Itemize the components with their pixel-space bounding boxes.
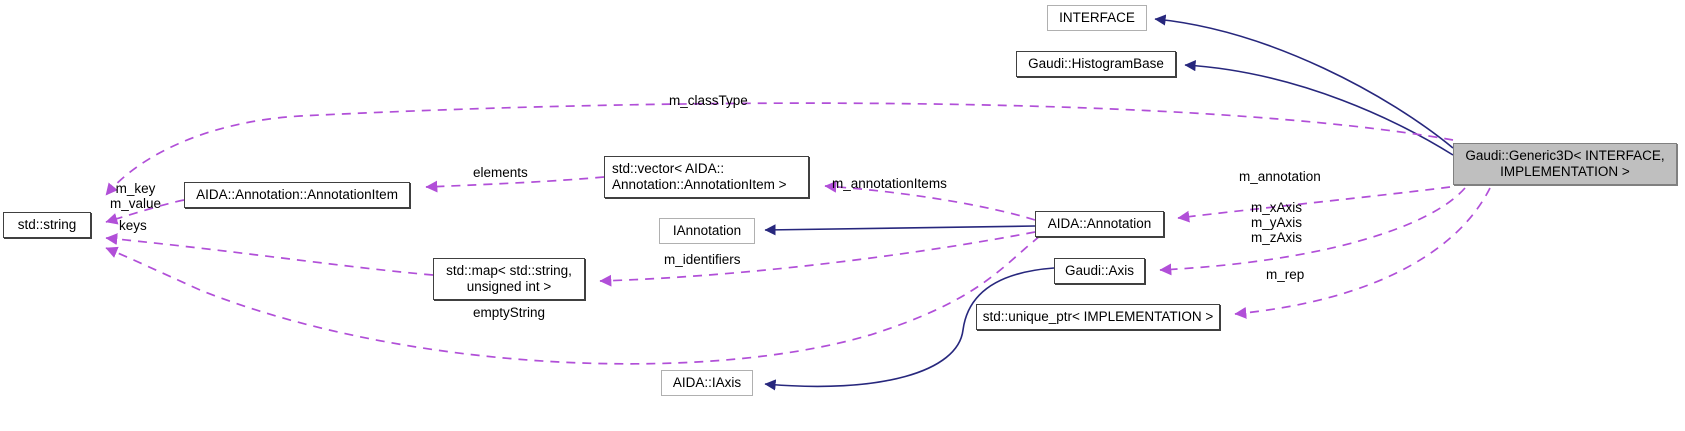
edge-generic3d-to-interface [1154, 14, 1454, 149]
edge-label-keys: keys [119, 218, 147, 233]
edge-label-m-annotation-items: m_annotationItems [832, 176, 947, 191]
node-iannotation-label: IAnnotation [672, 223, 742, 238]
node-gaudi-generic3d[interactable]: Gaudi::Generic3D< INTERFACE, IMPLEMENTAT… [1453, 143, 1677, 185]
edge-label-m-axes: m_xAxis m_yAxis m_zAxis [1251, 200, 1303, 245]
edge-generic3d-to-aida-annotation [1177, 186, 1451, 223]
node-std-map-string-uint[interactable]: std::map< std::string, unsigned int > [433, 258, 585, 300]
node-gaudi-generic3d-label: Gaudi::Generic3D< INTERFACE, IMPLEMENTAT… [1465, 148, 1665, 179]
node-gaudi-axis-label: Gaudi::Axis [1064, 263, 1135, 278]
edge-label-m-annotation: m_annotation [1239, 169, 1321, 184]
node-aida-annotation-annotationitem[interactable]: AIDA::Annotation::AnnotationItem [184, 182, 410, 208]
node-interface[interactable]: INTERFACE [1047, 5, 1147, 31]
node-std-map-string-uint-label: std::map< std::string, unsigned int > [446, 263, 572, 294]
node-std-unique-ptr-implementation-label: std::unique_ptr< IMPLEMENTATION > [982, 309, 1214, 324]
node-aida-annotation-label: AIDA::Annotation [1047, 216, 1152, 231]
edge-aida-annotation-to-iannotation [764, 224, 1036, 236]
edge-label-m-identifiers: m_identifiers [664, 252, 741, 267]
node-aida-iaxis[interactable]: AIDA::IAxis [661, 370, 753, 396]
edge-label-m-class-type: m_classType [669, 93, 748, 108]
node-gaudi-histogram-base[interactable]: Gaudi::HistogramBase [1016, 51, 1176, 77]
node-aida-iaxis-label: AIDA::IAxis [672, 375, 742, 390]
node-std-string-label: std::string [17, 217, 77, 232]
node-gaudi-axis[interactable]: Gaudi::Axis [1054, 258, 1145, 284]
edge-label-empty-string: emptyString [473, 305, 546, 320]
edge-generic3d-to-histogram-base [1184, 60, 1454, 156]
node-aida-annotation[interactable]: AIDA::Annotation [1035, 211, 1164, 237]
edge-generic3d-to-gaudi-axis [1159, 187, 1466, 276]
node-std-unique-ptr-implementation[interactable]: std::unique_ptr< IMPLEMENTATION > [976, 304, 1220, 330]
node-gaudi-histogram-base-label: Gaudi::HistogramBase [1028, 56, 1164, 71]
node-interface-label: INTERFACE [1059, 10, 1135, 25]
edge-aida-annotation-to-vector [824, 180, 1036, 221]
edge-label-elements: elements [473, 165, 528, 180]
node-std-vector-annotation-item[interactable]: std::vector< AIDA:: Annotation::Annotati… [604, 156, 809, 198]
node-std-vector-annotation-item-label: std::vector< AIDA:: Annotation::Annotati… [612, 161, 787, 192]
edge-map-to-std-string-keys [105, 233, 434, 276]
node-aida-annotation-annotationitem-label: AIDA::Annotation::AnnotationItem [196, 187, 398, 202]
edge-label-m-rep: m_rep [1266, 267, 1305, 282]
node-std-string[interactable]: std::string [3, 212, 91, 238]
node-iannotation[interactable]: IAnnotation [659, 218, 755, 244]
edge-label-m-key-m-value: m_key m_value [110, 181, 162, 211]
